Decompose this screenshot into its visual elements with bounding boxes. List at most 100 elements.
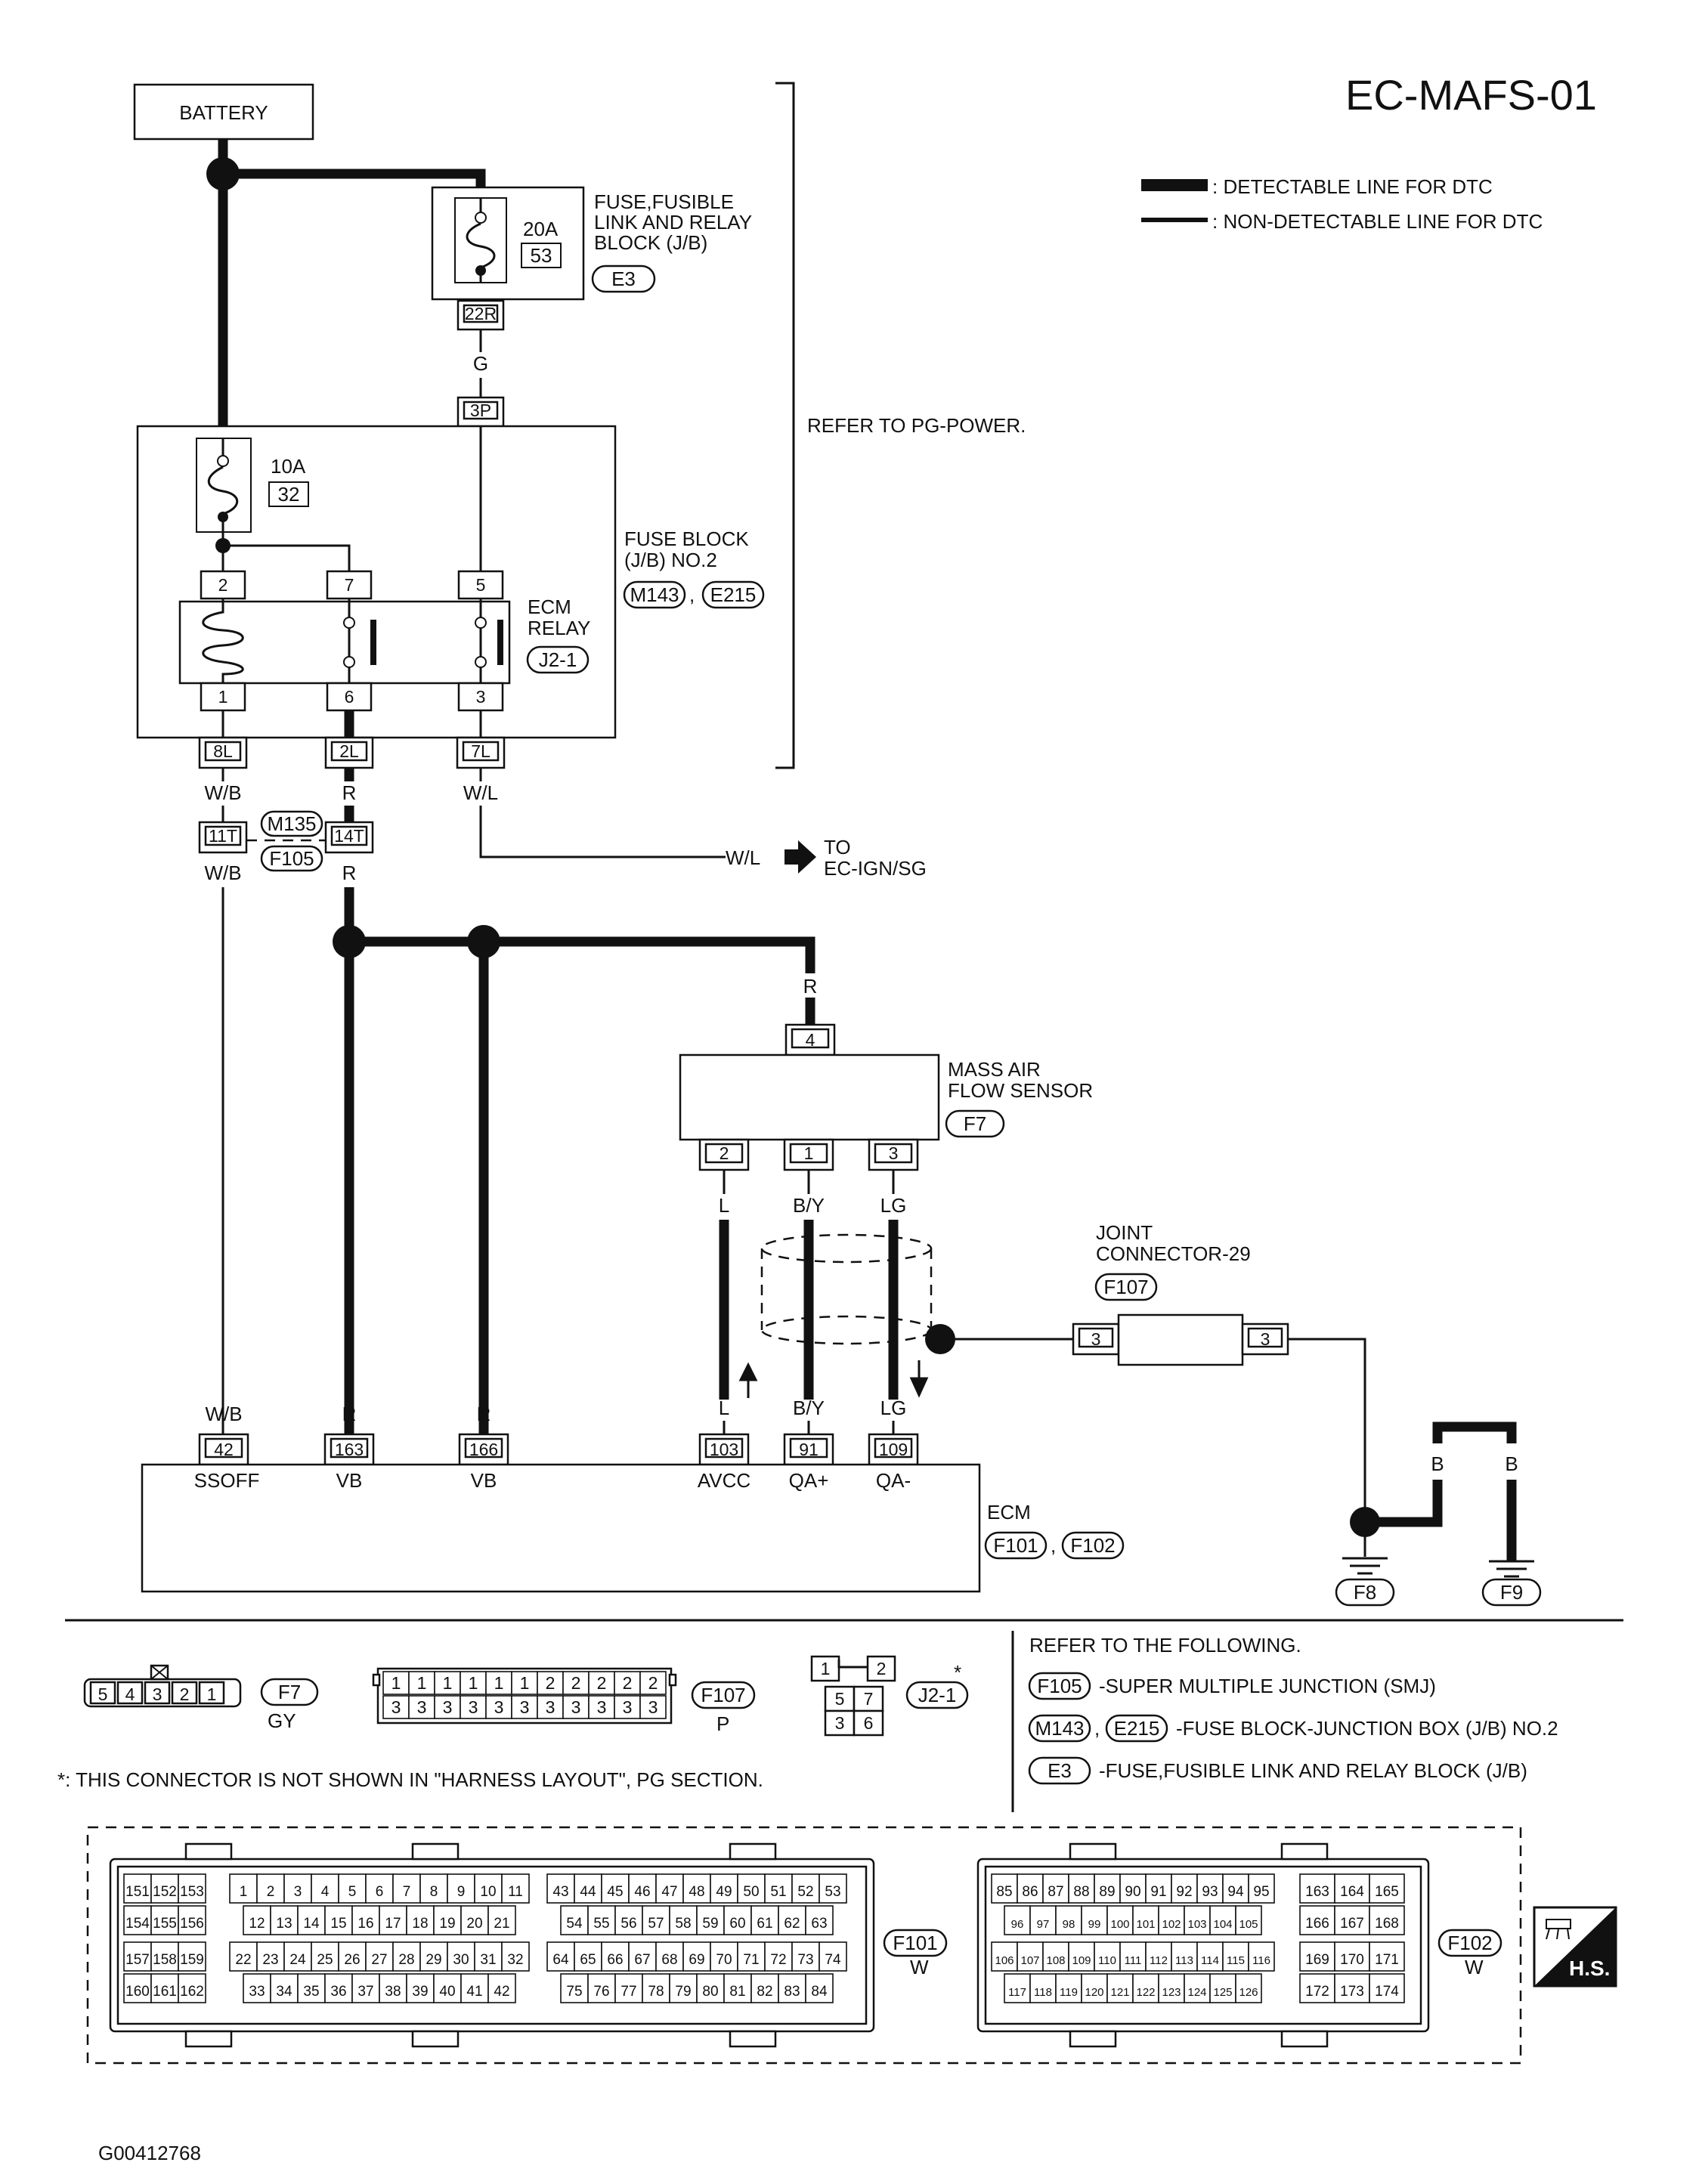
f107-pin-top: 1 (417, 1673, 427, 1693)
f107-pin-top: 1 (443, 1673, 453, 1693)
f101-pin-cell (614, 1905, 643, 1935)
f102-pin: 109 (1072, 1954, 1091, 1967)
f101-pin: 158 (153, 1952, 177, 1968)
f101-pin-cell (546, 1941, 575, 1972)
pin-2l: 2L (339, 741, 359, 761)
page-title: EC-MAFS-01 (1345, 71, 1597, 119)
f107-pin-top: 1 (494, 1673, 504, 1693)
f101-pin-cell (560, 1905, 589, 1935)
f101-pin: 9 (457, 1884, 466, 1900)
f102-pin: 123 (1162, 1986, 1181, 1999)
f101-pin: 4 (321, 1884, 330, 1900)
f102-pin: 105 (1239, 1918, 1258, 1931)
ground-f8: F8 (1335, 1557, 1395, 1607)
f101-pin: 73 (797, 1952, 813, 1968)
ecm-relay-label-1: ECM (528, 595, 571, 618)
f107-pin-top: 2 (571, 1673, 581, 1693)
f101-pin: 154 (125, 1916, 150, 1932)
wire-label-r-ecm-166: R (477, 1403, 491, 1425)
f102-pin-cell (1017, 1941, 1044, 1972)
f102-pin-cell (1106, 1973, 1134, 2003)
f101-pin-cell (791, 1873, 820, 1904)
f101-pin-cell (243, 1973, 271, 2003)
f101-pin-cell (256, 1873, 285, 1904)
f101-pin-cell (324, 1905, 353, 1935)
f101-pin-cell (819, 1941, 847, 1972)
f101-pin: 81 (729, 1984, 745, 2000)
splice-10a (215, 538, 231, 553)
f102-pin: 88 (1073, 1884, 1089, 1900)
f102-pin: 167 (1340, 1916, 1364, 1932)
j21-pin-2: 2 (877, 1659, 887, 1678)
joint-pin-right: 3 (1261, 1329, 1270, 1349)
f102-pin: 96 (1011, 1918, 1024, 1931)
wire-battery-to-20a-fuse (223, 169, 486, 189)
f102-pin-cell (1158, 1905, 1185, 1935)
f107-pin-top: 1 (469, 1673, 478, 1693)
ground-f8-label: F8 (1354, 1581, 1376, 1604)
f102-pin-cell (1132, 1905, 1159, 1935)
maf-pin-4: 4 (806, 1030, 815, 1050)
ecm-pin-name-ssoff: SSOFF (194, 1469, 260, 1492)
ecm-pin-name-vb-163: VB (336, 1469, 363, 1492)
f107-pin-bottom: 3 (648, 1697, 658, 1717)
fuse-block-label-1: FUSE BLOCK (624, 527, 749, 550)
f101-pin: 162 (180, 1984, 204, 2000)
f101-pin: 159 (180, 1952, 204, 1968)
to-ign-label-1: TO (824, 836, 851, 858)
f102-pin-cell (1042, 1873, 1069, 1904)
f101-pin: 58 (675, 1916, 691, 1932)
f101-pin-cell (270, 1905, 299, 1935)
f101-pin: 57 (648, 1916, 664, 1932)
f101-pin: 1 (240, 1884, 248, 1900)
fuse-20a-number: 53 (531, 244, 552, 267)
f102-pin-cell (1222, 1873, 1249, 1904)
wire-label-r-lower: R (342, 862, 357, 884)
f101-pin: 14 (303, 1916, 320, 1932)
f101-pin-cell (710, 1873, 738, 1904)
f101-pin-cell (628, 1873, 657, 1904)
f101-pin-cell (805, 1973, 834, 2003)
pg-power-bracket (775, 82, 795, 769)
f101-pin-cell (546, 1873, 575, 1904)
f102-pin-cell (1299, 1873, 1335, 1904)
f102-pin: 103 (1187, 1918, 1206, 1931)
f101-pin-cell (642, 1973, 670, 2003)
f107-connector-name: F107 (701, 1684, 745, 1706)
f101-pin: 56 (620, 1916, 636, 1932)
wire-label-r-ecm-163: R (342, 1403, 357, 1425)
f102-pin: 95 (1253, 1884, 1269, 1900)
f102-pin: 173 (1340, 1984, 1364, 2000)
f101-pin: 51 (770, 1884, 786, 1900)
ecm: SSOFF VB VB AVCC QA+ QA- ECM F101 , F102 (141, 1463, 1125, 1593)
f102-pin: 98 (1063, 1918, 1075, 1931)
f101-pin-cell (311, 1941, 339, 1972)
f101-pin: 30 (453, 1952, 469, 1968)
f101-pin: 6 (376, 1884, 384, 1900)
f101-pin: 21 (494, 1916, 509, 1932)
arrow-up-avcc (738, 1362, 758, 1398)
f101-pin: 59 (702, 1916, 718, 1932)
f101-pin-cell (392, 1873, 421, 1904)
f101-pin: 18 (412, 1916, 428, 1932)
to-ign-label-2: EC-IGN/SG (824, 857, 927, 880)
f107-pin-bottom-cell (588, 1695, 615, 1719)
f101-pin: 41 (466, 1984, 482, 2000)
f7-pin-2: 2 (180, 1684, 190, 1704)
f101-pin-cell (365, 1941, 394, 1972)
f102-pin-cell (1369, 1973, 1405, 2003)
f102-pin: 85 (996, 1884, 1012, 1900)
f101-pin: 15 (330, 1916, 346, 1932)
relay-top-pin-5: 5 (476, 575, 486, 595)
f107-pin-bottom-cell (460, 1695, 487, 1719)
f101-pin-cell (587, 1973, 616, 2003)
f102-pin-cell (991, 1873, 1018, 1904)
j21-pin-6: 6 (864, 1713, 874, 1733)
battery-label: BATTERY (179, 101, 268, 124)
f101-pin-cell (178, 1941, 206, 1972)
pin-3p: 3P (470, 401, 491, 420)
fusible-block-label-2: LINK AND RELAY (594, 211, 752, 234)
f107-pin-bottom-cell (639, 1695, 667, 1719)
